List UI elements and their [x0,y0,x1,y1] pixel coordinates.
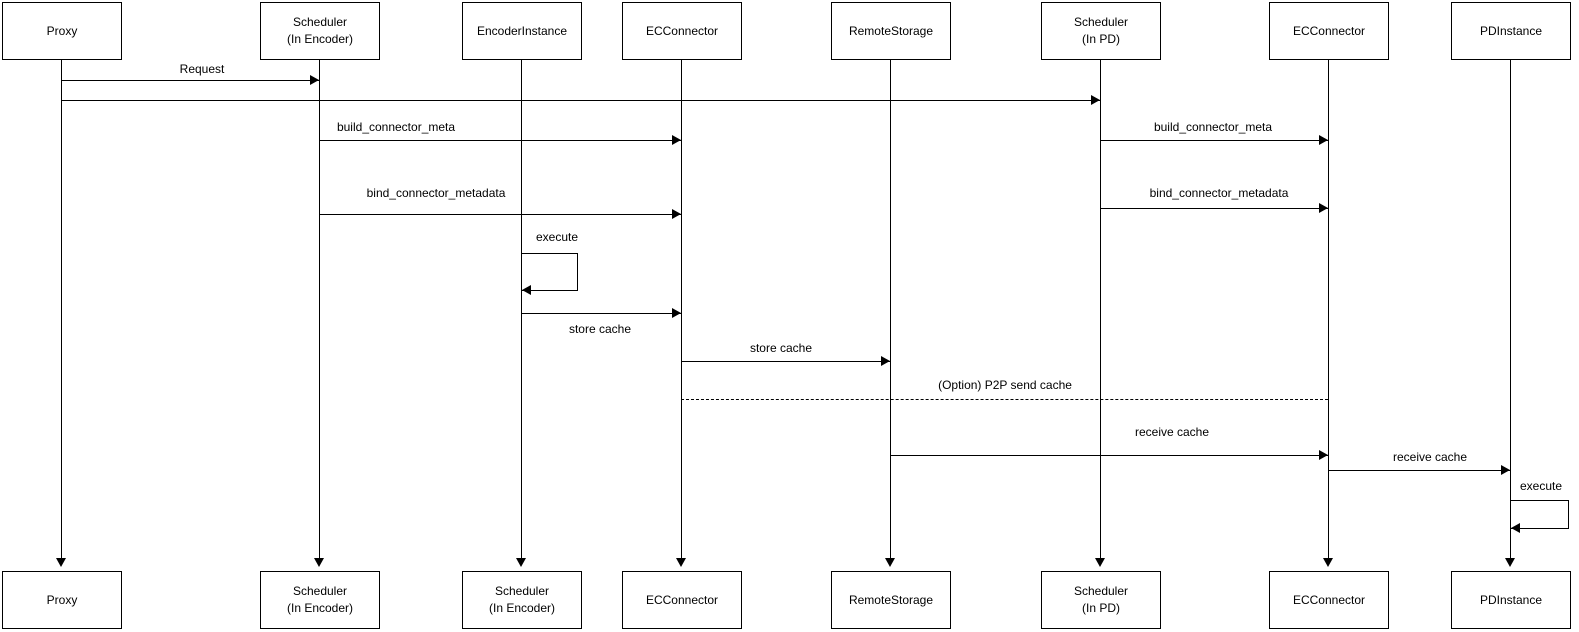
message-line-p2p-send-cache [681,399,1328,400]
actor-bottom-proxy: Proxy [2,571,122,629]
message-line-proxy-to-scheduler-pd [61,100,1100,101]
arrowhead-icon [1511,523,1520,533]
message-line-receive-cache-2 [1328,470,1510,471]
arrowhead-icon [672,308,681,318]
arrowhead-icon [1319,450,1328,460]
self-message-execute-encoder [521,253,578,291]
message-label-execute-encoder: execute [533,230,581,244]
lifeline-arrowhead-down [516,558,526,567]
lifeline-scheduler-pd [1100,60,1101,559]
actor-top-ecconnector-right: ECConnector [1269,2,1389,60]
arrowhead-icon [310,75,319,85]
message-label-bind-connector-metadata-left: bind_connector_metadata [364,186,508,200]
message-line-store-cache-1 [521,313,681,314]
message-line-request [61,80,319,81]
message-label-store-cache-1: store cache [566,322,634,336]
actor-top-proxy: Proxy [2,2,122,60]
lifeline-pd-instance [1510,60,1511,559]
arrowhead-icon [881,356,890,366]
actor-bottom-remote-storage: RemoteStorage [831,571,951,629]
actor-top-ecconnector-left: ECConnector [622,2,742,60]
actor-bottom-ecconnector-right: ECConnector [1269,571,1389,629]
arrowhead-icon [522,285,531,295]
arrowhead-icon [1319,135,1328,145]
lifeline-arrowhead-down [885,558,895,567]
message-label-bind-connector-metadata-right: bind_connector_metadata [1147,186,1291,200]
message-label-receive-cache-2: receive cache [1390,450,1470,464]
self-message-execute-pd [1510,500,1569,529]
lifeline-arrowhead-down [676,558,686,567]
message-line-store-cache-2 [681,361,890,362]
message-line-bind-connector-metadata-left [319,214,681,215]
arrowhead-icon [1501,465,1510,475]
lifeline-arrowhead-down [56,558,66,567]
actor-bottom-scheduler-pd: Scheduler (In PD) [1041,571,1161,629]
lifeline-arrowhead-down [1095,558,1105,567]
actor-bottom-scheduler-encoder-2: Scheduler (In Encoder) [462,571,582,629]
actor-top-scheduler-pd: Scheduler (In PD) [1041,2,1161,60]
actor-top-remote-storage: RemoteStorage [831,2,951,60]
arrowhead-icon [672,209,681,219]
lifeline-encoder-instance [521,60,522,559]
actor-top-pd-instance: PDInstance [1451,2,1571,60]
arrowhead-icon [1319,203,1328,213]
lifeline-arrowhead-down [1323,558,1333,567]
message-label-execute-pd: execute [1517,479,1565,493]
message-line-build-connector-meta-left [319,140,681,141]
actor-top-encoder-instance: EncoderInstance [462,2,582,60]
message-line-build-connector-meta-right [1100,140,1328,141]
actor-bottom-pd-instance: PDInstance [1451,571,1571,629]
message-label-build-connector-meta-left: build_connector_meta [334,120,458,134]
message-label-request: Request [177,62,227,76]
arrowhead-icon [672,135,681,145]
lifeline-remote-storage [890,60,891,559]
lifeline-arrowhead-down [314,558,324,567]
arrowhead-icon [1091,95,1100,105]
lifeline-ecconnector-left [681,60,682,559]
message-label-store-cache-2: store cache [747,341,815,355]
message-line-bind-connector-metadata-right [1100,208,1328,209]
message-label-receive-cache-1: receive cache [1132,425,1212,439]
message-line-receive-cache-1 [890,455,1328,456]
lifeline-ecconnector-right [1328,60,1329,559]
actor-top-scheduler-encoder: Scheduler (In Encoder) [260,2,380,60]
actor-bottom-ecconnector-left: ECConnector [622,571,742,629]
message-label-build-connector-meta-right: build_connector_meta [1151,120,1275,134]
lifeline-arrowhead-down [1505,558,1515,567]
actor-bottom-scheduler-encoder: Scheduler (In Encoder) [260,571,380,629]
lifeline-proxy [61,60,62,559]
message-label-p2p-send-cache: (Option) P2P send cache [936,378,1074,392]
lifeline-scheduler-encoder [319,60,320,559]
